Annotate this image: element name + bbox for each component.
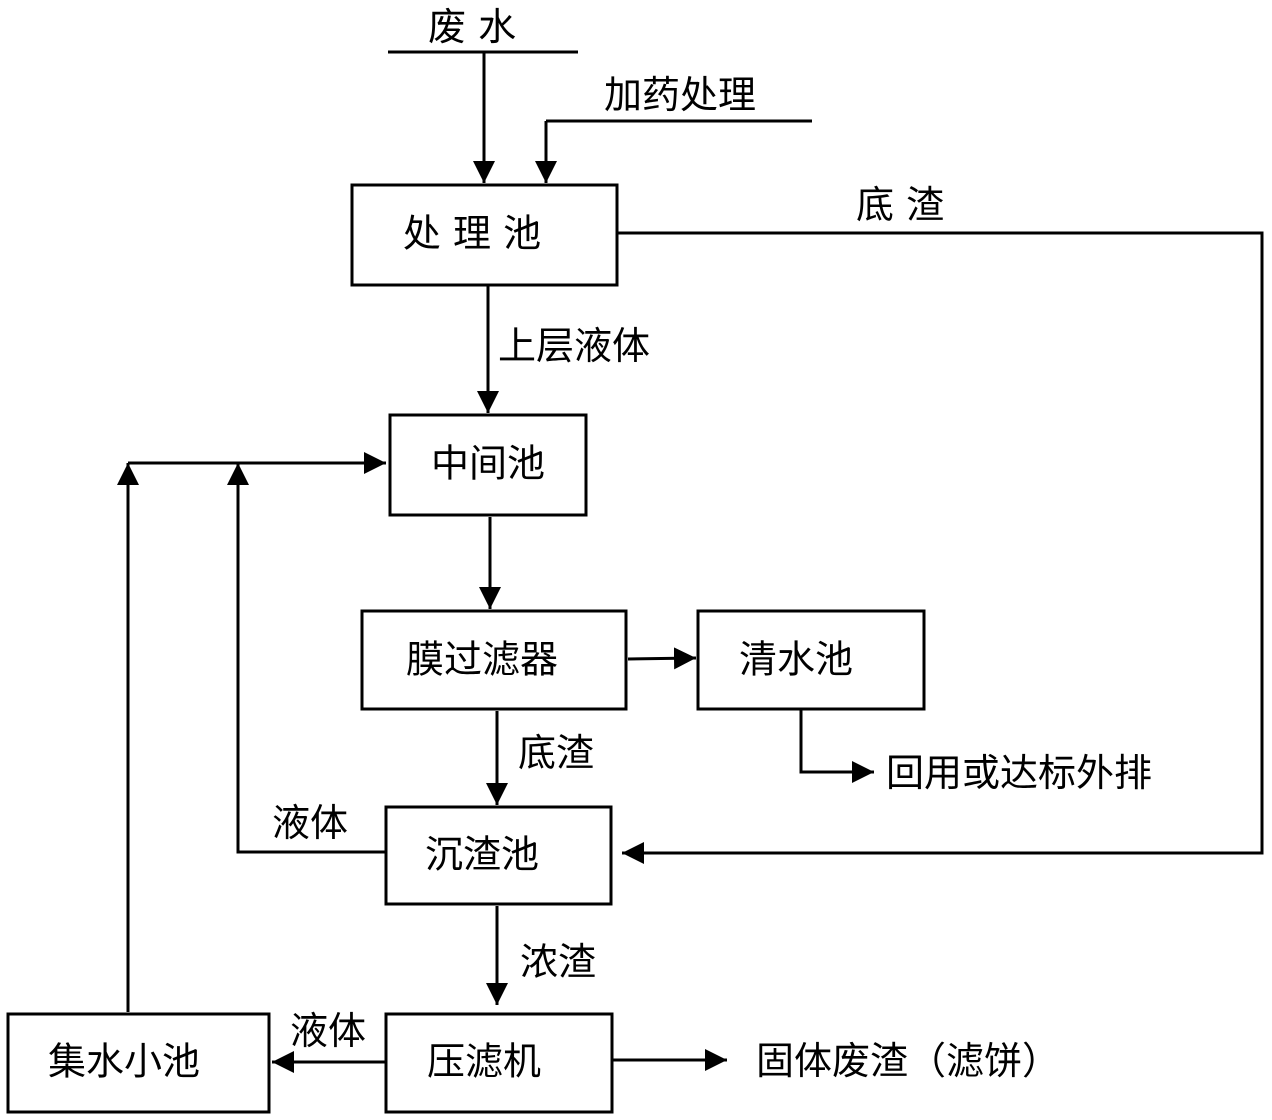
- connectors: [117, 50, 1264, 1073]
- clear-water-pool-label: 清水池: [739, 638, 853, 682]
- liquid-label-1: 液体: [272, 801, 348, 845]
- liquid-label-2: 液体: [290, 1009, 366, 1053]
- treatment-pool-label: 处 理 池: [403, 212, 541, 256]
- reuse-output-label: 回用或达标外排: [886, 751, 1152, 795]
- membrane-filter-label: 膜过滤器: [406, 638, 558, 682]
- treatment-pool-box: [350, 183, 619, 287]
- filter-press-label: 压滤机: [427, 1040, 541, 1084]
- sludge-pool-label: 沉渣池: [425, 833, 539, 877]
- arrow-clearwater-to-reuse: [799, 710, 874, 783]
- bottom-residue-label-1: 底 渣: [856, 183, 944, 227]
- clear-water-pool-box: [696, 609, 926, 711]
- upper-liquid-label: 上层液体: [498, 324, 650, 368]
- collection-pool-label: 集水小池: [48, 1040, 200, 1084]
- input-label: 废 水: [428, 5, 516, 49]
- solid-waste-output-label: 固体废渣（滤饼）: [756, 1039, 1060, 1083]
- filter-press-box: [384, 1012, 614, 1114]
- thick-residue-label: 浓渣: [520, 940, 596, 984]
- node-boxes: [6, 183, 926, 1114]
- collection-pool-box: [6, 1012, 271, 1114]
- arrow-sludge-liquid-return: [227, 463, 389, 854]
- arrow-membrane-to-clearwater: [627, 647, 697, 670]
- bottom-residue-label-2: 底渣: [518, 731, 594, 775]
- edge-labels: 废 水 加药处理 底 渣 上层液体 底渣 液体 浓渣 液体 回用或达标外排 固体…: [272, 5, 1152, 1083]
- node-labels: 处 理 池 中间池 膜过滤器 清水池 沉渣池 压滤机 集水小池: [48, 212, 853, 1084]
- membrane-filter-box: [360, 609, 628, 711]
- dosing-label: 加药处理: [604, 73, 756, 117]
- sludge-pool-box: [384, 805, 613, 906]
- intermediate-pool-box: [388, 413, 588, 517]
- arrow-bottom-residue-to-sludge: [617, 231, 1264, 864]
- intermediate-pool-label: 中间池: [431, 442, 545, 486]
